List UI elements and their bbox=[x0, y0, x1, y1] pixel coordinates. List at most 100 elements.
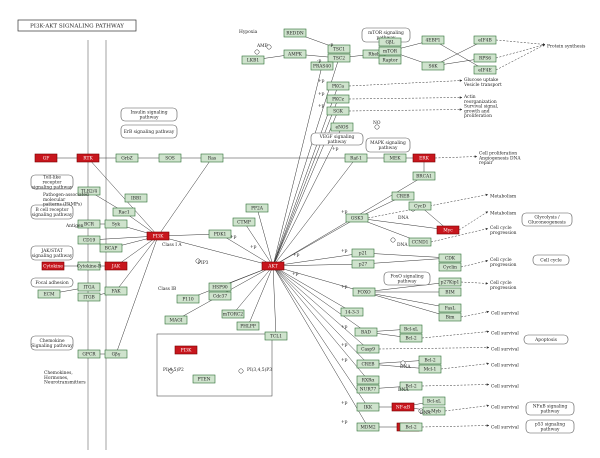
node-myc[interactable]: Myc bbox=[436, 225, 460, 235]
node-tsc1[interactable]: TSC1 bbox=[327, 44, 351, 54]
node-pten[interactable]: PTEN bbox=[192, 374, 216, 384]
pathway-box-cellcycle[interactable] bbox=[532, 254, 570, 266]
node-rtk[interactable]: RTK bbox=[76, 153, 100, 163]
node-cytokine[interactable]: Cytokine bbox=[41, 261, 65, 271]
node-casp9[interactable]: Casp9 bbox=[356, 344, 380, 354]
node-rac1[interactable]: Rac1 bbox=[112, 207, 136, 217]
node-erk[interactable]: ERK bbox=[412, 153, 436, 163]
node-ras[interactable]: Ras bbox=[200, 153, 224, 163]
pathway-box-foxopath[interactable] bbox=[383, 271, 431, 286]
node-syk[interactable]: Syk bbox=[104, 219, 128, 229]
node-mcl1[interactable]: Mcl-1 bbox=[418, 364, 442, 374]
node-enos[interactable]: eNOS bbox=[330, 122, 354, 132]
node-raptor[interactable]: Raptor bbox=[378, 55, 402, 65]
node-pp2a[interactable]: PP2A bbox=[245, 203, 269, 213]
node-mek[interactable]: MEK bbox=[383, 153, 407, 163]
node-bclxl[interactable]: Bcl-xL bbox=[399, 324, 423, 334]
node-p21[interactable]: p21 bbox=[351, 248, 375, 258]
pathway-box-bcell[interactable] bbox=[30, 204, 74, 220]
node-pdk1[interactable]: PDK1 bbox=[208, 229, 232, 239]
node-p27[interactable]: p27 bbox=[351, 259, 375, 269]
node-pi3k_legend[interactable]: PI3K bbox=[174, 345, 198, 355]
node-pkc[interactable]: PKCz bbox=[326, 94, 350, 104]
node-jak[interactable]: JAK bbox=[104, 261, 128, 271]
node-bcl2d[interactable]: Bcl-2 bbox=[399, 422, 423, 432]
pathway-box-vegf[interactable] bbox=[310, 132, 364, 146]
node-itga[interactable]: ITGA bbox=[77, 282, 101, 292]
pathway-box-erbb[interactable] bbox=[120, 124, 178, 139]
node-nur77[interactable]: NUR77 bbox=[356, 384, 380, 394]
node-raf1[interactable]: Raf-1 bbox=[344, 153, 368, 163]
node-sgk[interactable]: SGK bbox=[326, 106, 350, 116]
node-grb2[interactable]: GrbZ bbox=[115, 153, 139, 163]
node-cycd[interactable]: CycD bbox=[408, 201, 432, 211]
node-bad[interactable]: BAD bbox=[354, 327, 378, 337]
node-bcl2[interactable]: Bcl-2 bbox=[399, 333, 423, 343]
node-bim[interactable]: BIM bbox=[438, 287, 462, 297]
pathway-box-chemokine[interactable] bbox=[30, 335, 74, 351]
node-gbg[interactable]: Gβγ bbox=[104, 349, 128, 359]
node-cyclin[interactable]: Cyclin bbox=[438, 262, 462, 272]
node-cytokine_r[interactable]: Cytokine-R bbox=[77, 261, 102, 271]
node-p110[interactable]: P110 bbox=[176, 294, 200, 304]
node-creb[interactable]: CREB bbox=[356, 359, 380, 369]
node-foxo[interactable]: FOXO bbox=[352, 287, 376, 297]
node-phlpp[interactable]: PHLPP bbox=[236, 321, 260, 331]
node-cd19[interactable]: CD19 bbox=[77, 235, 101, 245]
node-mtorc2[interactable]: mTORC2 bbox=[221, 309, 245, 319]
node-mtor[interactable]: mTOR bbox=[378, 46, 402, 56]
pathway-box-toll[interactable] bbox=[30, 174, 74, 190]
node-bcl2b[interactable]: Bcl-2 bbox=[418, 355, 442, 365]
node-reddn[interactable]: REDDN bbox=[283, 28, 307, 38]
node-eif4ebp1[interactable]: 4EBP1 bbox=[421, 35, 445, 45]
pathway-box-mapk[interactable] bbox=[365, 137, 411, 153]
node-lkb1[interactable]: LKB1 bbox=[241, 55, 265, 65]
node-tlr[interactable]: TLR2/4 bbox=[77, 186, 101, 196]
node-cdk[interactable]: CDK bbox=[438, 253, 462, 263]
node-gf[interactable]: GF bbox=[34, 153, 58, 163]
node-cmyb[interactable]: c-Myb bbox=[422, 406, 446, 416]
node-sos[interactable]: SOS bbox=[158, 153, 182, 163]
node-bcr[interactable]: BCR bbox=[77, 219, 101, 229]
node-p27kip1[interactable]: p27Kip1 bbox=[438, 277, 462, 287]
pathway-box-insulin[interactable] bbox=[120, 107, 178, 122]
node-bim2[interactable]: Bim bbox=[438, 312, 462, 322]
node-ibbi[interactable]: IBBI bbox=[124, 193, 148, 203]
pathway-box-p53path[interactable] bbox=[525, 419, 575, 434]
node-rxra[interactable]: RXRα bbox=[356, 375, 380, 385]
node-nfkb[interactable]: NF-κB bbox=[391, 402, 415, 412]
pathway-box-jakstat[interactable] bbox=[30, 245, 74, 261]
node-pkcalpha[interactable]: PKCa bbox=[326, 81, 350, 91]
node-ccnd1[interactable]: CCND1 bbox=[408, 237, 432, 247]
node-ampk[interactable]: AMPK bbox=[283, 49, 307, 59]
pathway-box-apoptosis[interactable] bbox=[523, 334, 569, 345]
node-tcl1[interactable]: TCL1 bbox=[264, 331, 288, 341]
node-crek[interactable]: CREB bbox=[391, 191, 415, 201]
node-s6k[interactable]: S6K bbox=[421, 61, 445, 71]
node-tsc2[interactable]: TSC2 bbox=[327, 53, 351, 63]
pathway-box-glycolysis[interactable] bbox=[521, 212, 573, 227]
node-fak[interactable]: FAK bbox=[104, 286, 128, 296]
node-gpcr[interactable]: GPCR bbox=[77, 349, 101, 359]
node-ecm[interactable]: ECM bbox=[37, 289, 61, 299]
node-mlst8[interactable]: GβL bbox=[378, 37, 402, 47]
node-bclxl2[interactable]: Bcl-xL bbox=[422, 396, 446, 406]
node-pras40[interactable]: PRAS40 bbox=[310, 61, 334, 71]
pathway-box-nfkbpath[interactable] bbox=[525, 401, 575, 416]
node-ikk[interactable]: IKK bbox=[356, 402, 380, 412]
node-pi3k[interactable]: PI3K bbox=[146, 231, 170, 241]
node-p14_3_3[interactable]: 14-3-3 bbox=[340, 307, 364, 317]
node-eif4e[interactable]: eIF4E bbox=[473, 65, 497, 75]
node-rps6[interactable]: RPS6 bbox=[473, 53, 497, 63]
pathway-box-focal[interactable] bbox=[30, 277, 74, 288]
node-hsp90[interactable]: HSP90 bbox=[208, 282, 232, 292]
node-brca1[interactable]: BRCA1 bbox=[412, 171, 436, 181]
node-itgb[interactable]: ITGB bbox=[77, 292, 101, 302]
node-eif4b[interactable]: eIF4B bbox=[473, 35, 497, 45]
node-fasl[interactable]: FasL bbox=[438, 303, 462, 313]
node-cdc37[interactable]: Cdc37 bbox=[208, 291, 232, 301]
node-akt[interactable]: AKT bbox=[261, 261, 285, 271]
node-gsk3[interactable]: GSK3 bbox=[345, 213, 369, 223]
node-mdm2[interactable]: MDM2 bbox=[356, 422, 380, 432]
node-ctmp[interactable]: CTMP bbox=[232, 217, 256, 227]
